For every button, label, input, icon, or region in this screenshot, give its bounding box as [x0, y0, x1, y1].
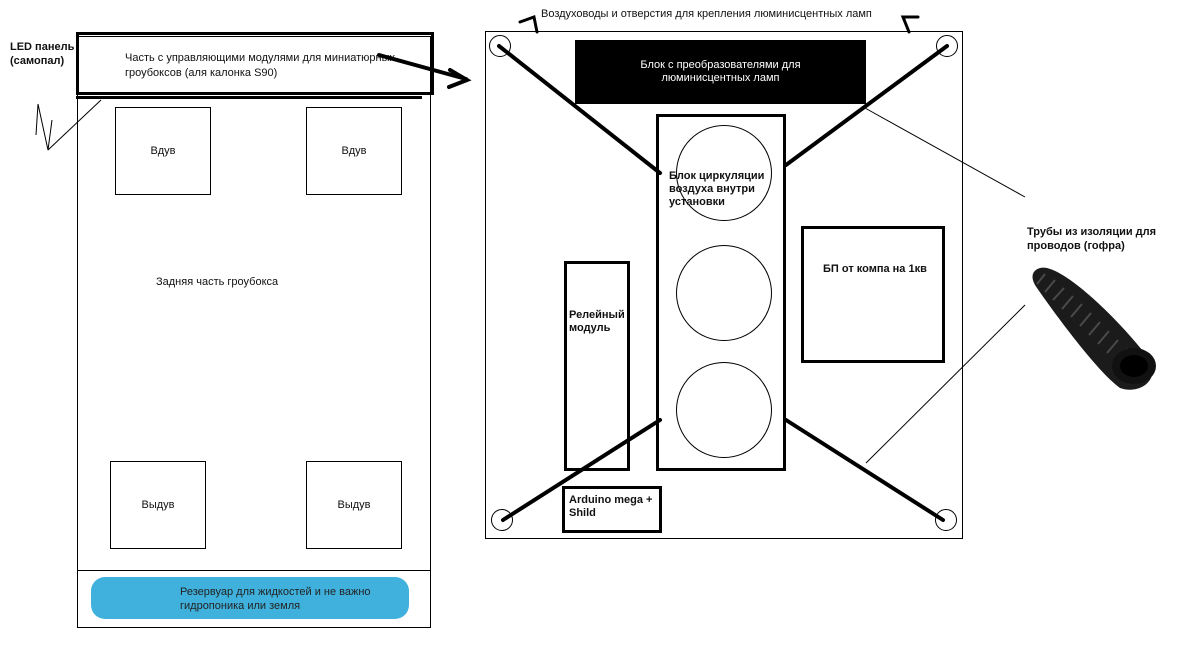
- intake-label: Вдув: [150, 144, 176, 157]
- circulation-block-label: Блок циркуляции воздуха внутри установки: [669, 170, 765, 208]
- fan-1: [676, 125, 772, 221]
- control-panel-outline: [485, 31, 963, 539]
- mount-hole-bottom-right: [935, 509, 957, 531]
- duct-lines: [497, 44, 949, 522]
- reservoir-fill: [91, 577, 409, 619]
- air-ducts-label: Воздуховоды и отверстия для крепления лю…: [541, 8, 872, 20]
- air-circulation-block: [656, 114, 786, 471]
- intake-vent-2: Вдув: [306, 107, 402, 195]
- relay-module: [564, 261, 630, 471]
- arduino-label: Arduino mega + Shild: [569, 494, 653, 519]
- led-strip-line: [76, 96, 422, 99]
- control-modules-label: Часть с управляющими модулями для миниат…: [125, 52, 395, 79]
- psu-label: БП от компа на 1кв: [823, 263, 927, 275]
- intake-vent-1: Вдув: [115, 107, 211, 195]
- growbox-back-label: Задняя часть гроубокса: [156, 276, 279, 288]
- exhaust-label: Выдув: [337, 498, 371, 511]
- exhaust-label: Выдув: [141, 498, 175, 511]
- intake-label: Вдув: [341, 144, 367, 157]
- converter-block-label: Блок с преобразователями для люминисцент…: [640, 59, 801, 84]
- psu-block: [801, 226, 945, 363]
- converter-block: Блок с преобразователями для люминисцент…: [575, 40, 866, 104]
- tube-pointer-lines: [864, 107, 1026, 464]
- arduino-block: [562, 486, 662, 533]
- led-pointer-arrow: [35, 99, 102, 151]
- fan-2: [676, 245, 772, 341]
- exhaust-vent-2: Выдув: [306, 461, 402, 549]
- reservoir-label: Резервуар для жидкостей и не важно гидро…: [180, 586, 371, 612]
- reservoir-divider: [77, 570, 431, 571]
- air-duct-arrows: [518, 15, 920, 34]
- led-panel-label: LED панель (самопал): [10, 41, 75, 67]
- corrugated-tube-label: Трубы из изоляции для проводов (гофра): [1027, 226, 1157, 252]
- relay-label: Релейный модуль: [569, 309, 625, 334]
- exhaust-vent-1: Выдув: [110, 461, 206, 549]
- corrugated-tube-icon: [1032, 267, 1156, 390]
- connection-arrow: [377, 53, 472, 89]
- fan-3: [676, 362, 772, 458]
- control-modules-section: Часть с управляющими модулями для миниат…: [76, 32, 434, 95]
- growbox-back-outline: [77, 36, 431, 628]
